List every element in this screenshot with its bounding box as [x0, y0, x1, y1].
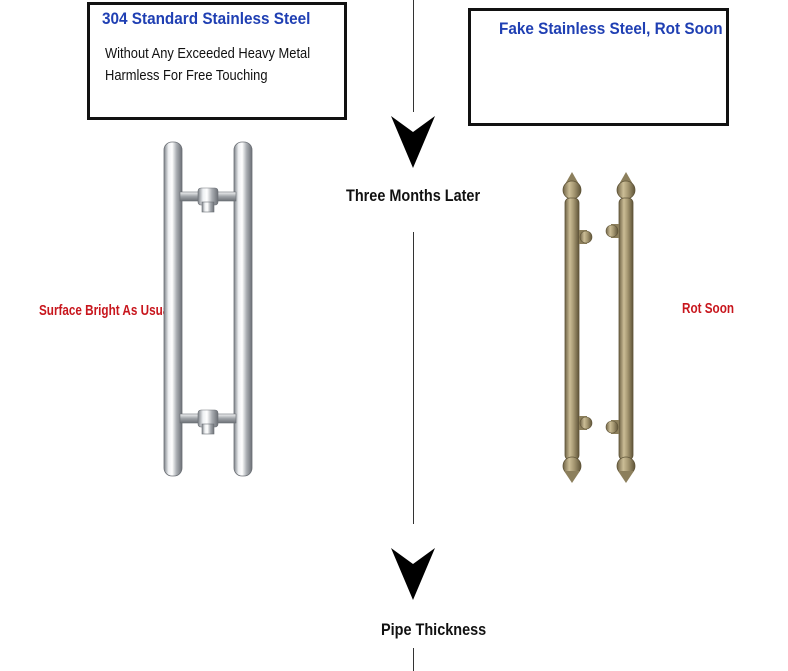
center-divider-bottom [413, 648, 414, 671]
center-divider-top [413, 0, 414, 112]
stainless-steel-handle-image [163, 141, 253, 477]
standard-steel-desc-2: Harmless For Free Touching [105, 67, 268, 84]
standard-steel-desc-1: Without Any Exceeded Heavy Metal [105, 45, 311, 62]
three-months-later-caption: Three Months Later [346, 186, 481, 205]
arrow-down-icon [391, 548, 435, 600]
rot-soon-label: Rot Soon [682, 300, 734, 317]
center-divider-middle [413, 232, 414, 524]
pipe-thickness-caption: Pipe Thickness [381, 620, 487, 639]
standard-steel-box: 304 Standard Stainless Steel Without Any… [87, 2, 347, 120]
fake-steel-title: Fake Stainless Steel, Rot Soon [499, 19, 723, 38]
standard-steel-title: 304 Standard Stainless Steel [102, 9, 311, 28]
arrow-down-icon [391, 116, 435, 168]
surface-bright-label: Surface Bright As Usual [39, 302, 173, 319]
fake-steel-handle-image [562, 172, 636, 483]
fake-steel-box: Fake Stainless Steel, Rot Soon [468, 8, 729, 126]
